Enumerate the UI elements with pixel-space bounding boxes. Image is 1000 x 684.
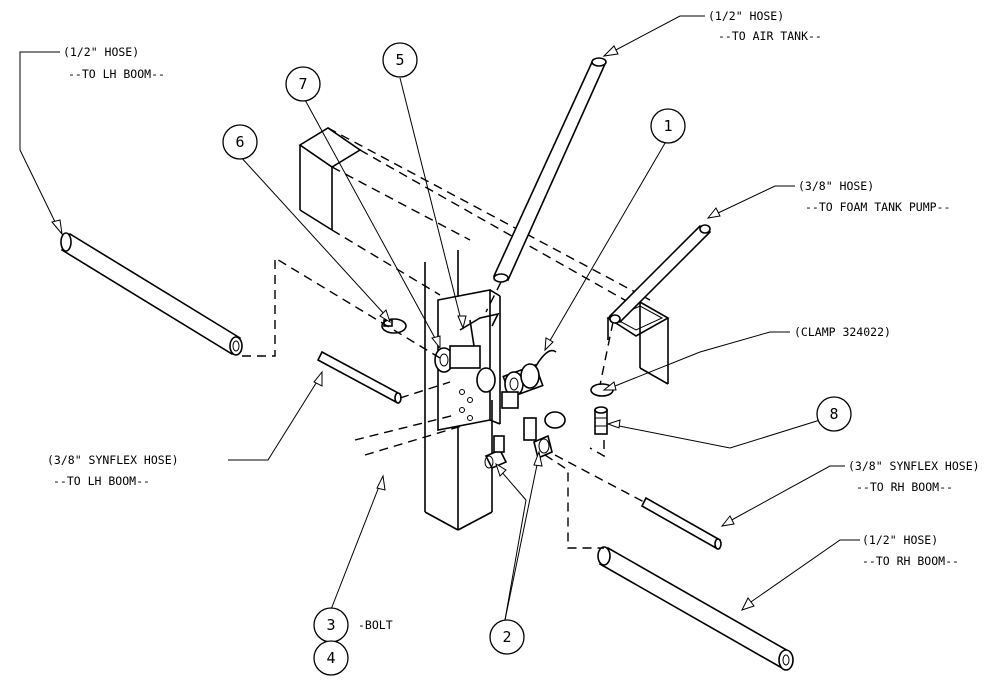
svg-text:--TO LH BOOM--: --TO LH BOOM-- (68, 67, 165, 81)
svg-text:--TO FOAM TANK PUMP--: --TO FOAM TANK PUMP-- (805, 200, 950, 214)
balloon-7: 7 (285, 66, 321, 102)
svg-text:8: 8 (829, 405, 838, 423)
svg-text:--TO RH BOOM--: --TO RH BOOM-- (862, 554, 959, 568)
leader-lines (19, 15, 860, 621)
svg-text:(3/8" HOSE): (3/8" HOSE) (798, 179, 874, 193)
svg-text:(1/2" HOSE): (1/2" HOSE) (63, 45, 139, 59)
foam-pump-hose (599, 224, 712, 386)
callout-clamp: (CLAMP 324022) (794, 325, 891, 339)
balloon-1: 1 (650, 108, 686, 144)
balloon-6: 6 (222, 124, 258, 160)
svg-text:7: 7 (298, 75, 307, 93)
lh-synflex-hose (316, 350, 451, 404)
balloon-8: 8 (816, 396, 852, 432)
callout-rh-boom-hose: (1/2" HOSE) --TO RH BOOM-- (862, 533, 959, 568)
air-tank-hose (485, 57, 607, 313)
hose-clamps (381, 318, 614, 429)
balloon-4: 4 (313, 640, 349, 676)
callout-foam-pump-hose: (3/8" HOSE) --TO FOAM TANK PUMP-- (798, 179, 950, 214)
nipple-fitting (594, 406, 608, 435)
rh-boom-half-inch-hose (544, 454, 794, 671)
balloon-2: 2 (489, 619, 525, 655)
svg-text:(3/8" SYNFLEX HOSE): (3/8" SYNFLEX HOSE) (848, 459, 980, 473)
svg-text:(CLAMP 324022): (CLAMP 324022) (794, 325, 891, 339)
callout-lh-synflex: (3/8" SYNFLEX HOSE) --TO LH BOOM-- (47, 453, 179, 488)
rh-synflex-hose (554, 440, 722, 550)
callout-bolt: -BOLT (358, 618, 393, 632)
svg-text:1: 1 (663, 117, 672, 135)
callout-lh-boom-hose: (1/2" HOSE) --TO LH BOOM-- (63, 45, 165, 81)
svg-text:5: 5 (395, 51, 404, 69)
elbow-fittings (484, 417, 553, 470)
balloon-3: 3 (313, 607, 349, 643)
balloon-5: 5 (382, 42, 418, 78)
lh-boom-half-inch-hose (60, 232, 441, 359)
svg-text:--TO RH BOOM--: --TO RH BOOM-- (856, 480, 953, 494)
svg-text:3: 3 (326, 616, 335, 634)
svg-text:4: 4 (326, 649, 335, 667)
svg-text:2: 2 (502, 628, 511, 646)
svg-text:(1/2" HOSE): (1/2" HOSE) (862, 533, 938, 547)
svg-text:(3/8" SYNFLEX HOSE): (3/8" SYNFLEX HOSE) (47, 453, 179, 467)
svg-text:-BOLT: -BOLT (358, 618, 393, 632)
valve-assembly (434, 312, 557, 409)
svg-text:--TO LH BOOM--: --TO LH BOOM-- (53, 474, 150, 488)
callout-rh-synflex: (3/8" SYNFLEX HOSE) --TO RH BOOM-- (848, 459, 980, 494)
bolt-lines (354, 414, 466, 456)
svg-text:6: 6 (235, 133, 244, 151)
callout-air-tank-hose: (1/2" HOSE) --TO AIR TANK-- (708, 9, 822, 43)
svg-text:--TO AIR TANK--: --TO AIR TANK-- (718, 29, 822, 43)
svg-text:(1/2" HOSE): (1/2" HOSE) (708, 9, 784, 23)
